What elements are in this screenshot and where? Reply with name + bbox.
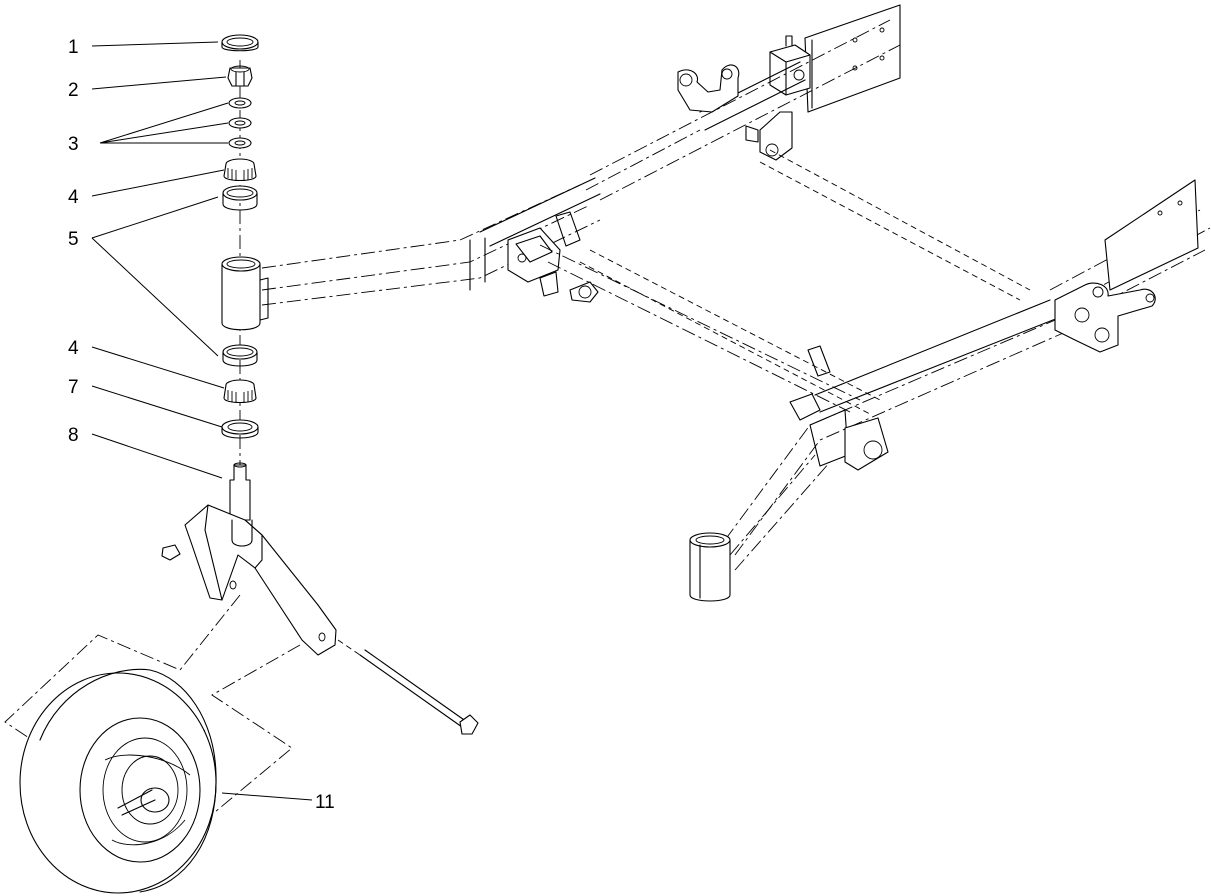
callout-7: 7 bbox=[68, 377, 79, 398]
part-11-wheel bbox=[19, 668, 217, 894]
part-2-nut bbox=[227, 65, 253, 87]
caster-tube-left bbox=[221, 256, 269, 331]
part-4-bearing-bottom bbox=[223, 379, 257, 404]
part-5-race-top bbox=[222, 185, 258, 211]
leader-lines bbox=[91, 41, 313, 801]
callout-4-bottom: 4 bbox=[68, 338, 79, 359]
part-4-bearing-top bbox=[223, 158, 257, 182]
part-5-race-bottom bbox=[222, 344, 258, 367]
callout-3: 3 bbox=[68, 134, 79, 155]
part-8-caster-fork bbox=[161, 462, 337, 656]
mower-frame bbox=[261, 4, 1211, 602]
callout-2: 2 bbox=[68, 80, 79, 101]
caster-parts-stack bbox=[4, 34, 479, 894]
callout-1: 1 bbox=[68, 37, 79, 58]
callout-5: 5 bbox=[68, 229, 79, 250]
part-1-dust-cap bbox=[221, 34, 259, 52]
axle-bolt bbox=[337, 639, 479, 735]
callout-11: 11 bbox=[315, 792, 335, 813]
part-3-washers bbox=[228, 97, 252, 149]
callout-labels: 1 2 3 4 5 4 7 8 11 bbox=[68, 37, 335, 813]
callout-4-top: 4 bbox=[68, 187, 79, 208]
callout-8: 8 bbox=[68, 425, 79, 446]
